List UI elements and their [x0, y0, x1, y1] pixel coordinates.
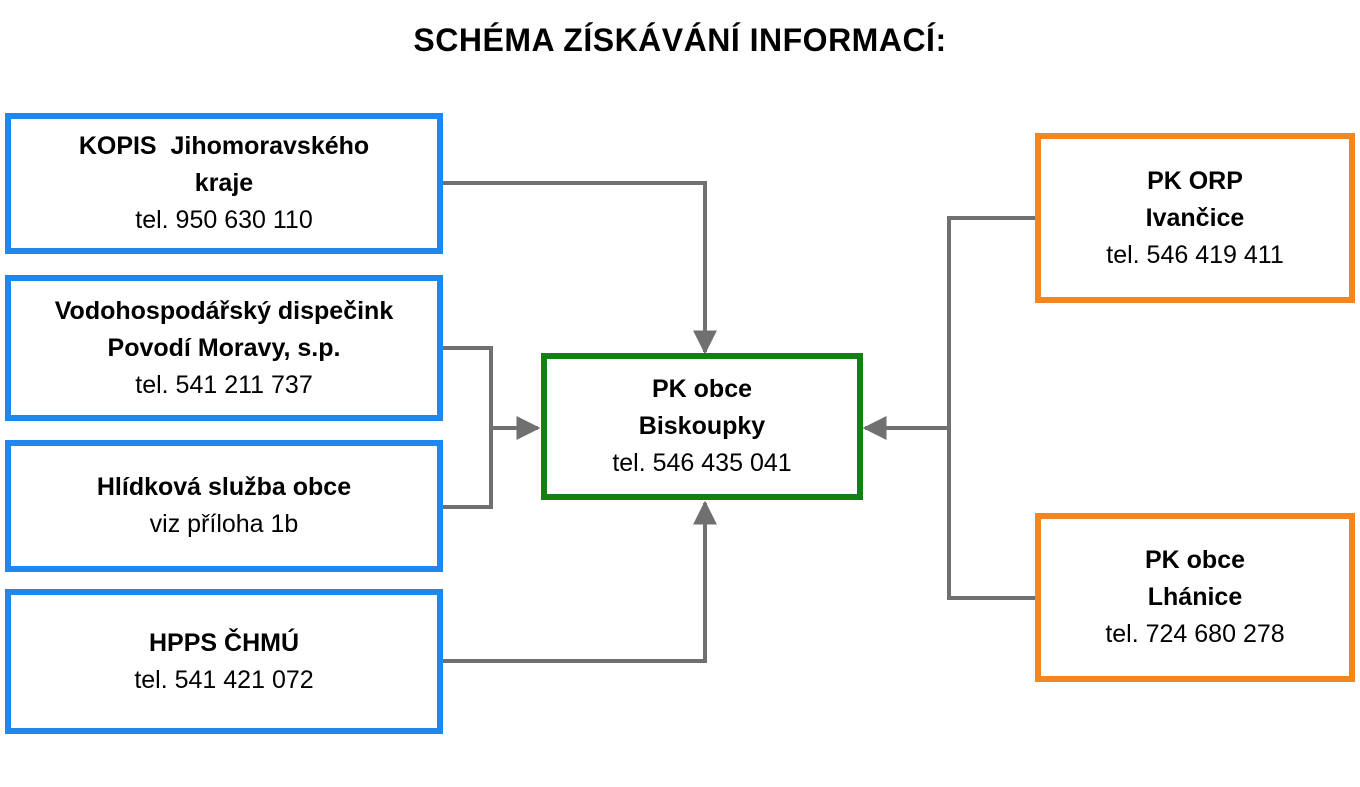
center-box-line: Biskoupky: [638, 412, 766, 440]
source-box-phone: tel. 950 630 110: [135, 206, 313, 234]
source-box-hpps-chmu: HPPS ČHMÚ tel. 541 421 072: [5, 589, 443, 734]
connector-kopis: [441, 181, 717, 355]
regional-box-phone: tel. 724 680 278: [1105, 620, 1285, 648]
source-box-phone: tel. 541 421 072: [134, 665, 314, 694]
source-box-phone: viz příloha 1b: [149, 510, 299, 538]
center-box-line: PK obce: [651, 375, 753, 403]
source-box-phone: tel. 541 211 737: [135, 370, 313, 399]
source-box-vodohospodarsky: Vodohospodářský dispečink Povodí Moravy,…: [5, 275, 443, 421]
source-box-line: KOPIS Jihomoravského: [78, 132, 370, 160]
source-box-kopis: KOPIS Jihomoravského kraje tel. 950 630 …: [5, 113, 443, 254]
center-box-biskoupky: PK obce Biskoupky tel. 546 435 041: [541, 353, 863, 500]
connector-hpps: [441, 500, 717, 663]
connector-regional: [947, 216, 1038, 600]
regional-box-ivancice: PK ORP Ivančice tel. 546 419 411: [1035, 133, 1355, 303]
regional-box-line: Lhánice: [1147, 583, 1243, 611]
regional-box-line: Ivančice: [1145, 203, 1245, 232]
source-box-line: Hlídková služba obce: [96, 473, 352, 501]
source-box-line: Vodohospodářský dispečink: [54, 296, 394, 325]
regional-box-line: PK obce: [1144, 546, 1246, 574]
source-box-line: Povodí Moravy, s.p.: [107, 333, 341, 362]
regional-box-line: PK ORP: [1147, 166, 1243, 195]
regional-box-lhanice: PK obce Lhánice tel. 724 680 278: [1035, 513, 1355, 682]
connector-vodohospodarsky: [441, 346, 493, 509]
diagram-title: SCHÉMA ZÍSKÁVÁNÍ INFORMACÍ:: [413, 22, 947, 58]
source-box-line: HPPS ČHMÚ: [148, 628, 299, 657]
source-box-line: kraje: [194, 169, 254, 197]
source-box-hlidkova-sluzba: Hlídková služba obce viz příloha 1b: [5, 440, 443, 572]
regional-box-phone: tel. 546 419 411: [1106, 240, 1284, 269]
center-box-phone: tel. 546 435 041: [612, 449, 792, 477]
